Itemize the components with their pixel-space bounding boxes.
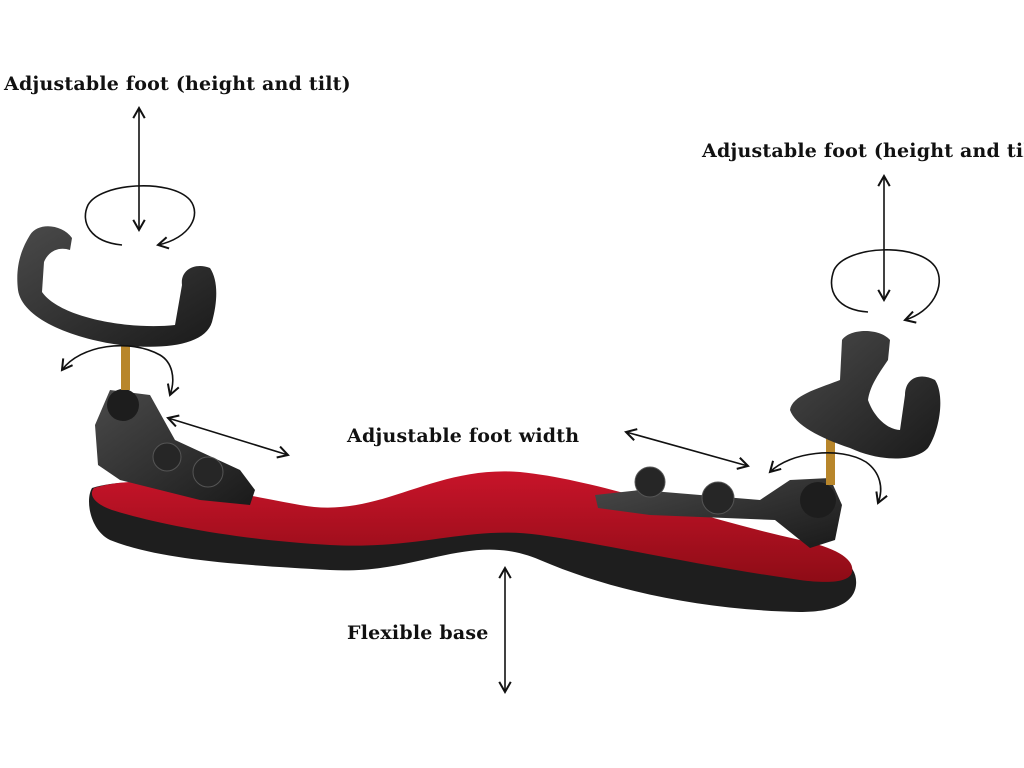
- left-foot-label: Adjustable foot (height and tilt): [4, 73, 351, 95]
- right-foot-label: Adjustable foot (height and tilt): [702, 140, 1024, 162]
- left-rotation-arrow: [84, 185, 196, 250]
- foot-width-label: Adjustable foot width: [347, 425, 580, 447]
- left-tilt-arrow: [60, 344, 180, 397]
- left-pivot: [107, 389, 139, 421]
- base-red-pad: [91, 471, 853, 582]
- base-label: Flexible base: [347, 622, 489, 644]
- left-foot: [17, 226, 217, 347]
- right-screw: [826, 435, 835, 485]
- right-width-arrow: [624, 428, 750, 470]
- right-knob-2: [701, 481, 735, 515]
- right-tilt-arrow: [768, 452, 888, 505]
- right-foot: [790, 331, 941, 459]
- right-rotation-arrow: [830, 249, 941, 324]
- left-width-arrow: [166, 414, 290, 459]
- right-pivot: [800, 482, 836, 518]
- left-knob-1: [152, 442, 182, 472]
- left-knob-2: [192, 456, 224, 488]
- right-knob-1: [634, 466, 666, 498]
